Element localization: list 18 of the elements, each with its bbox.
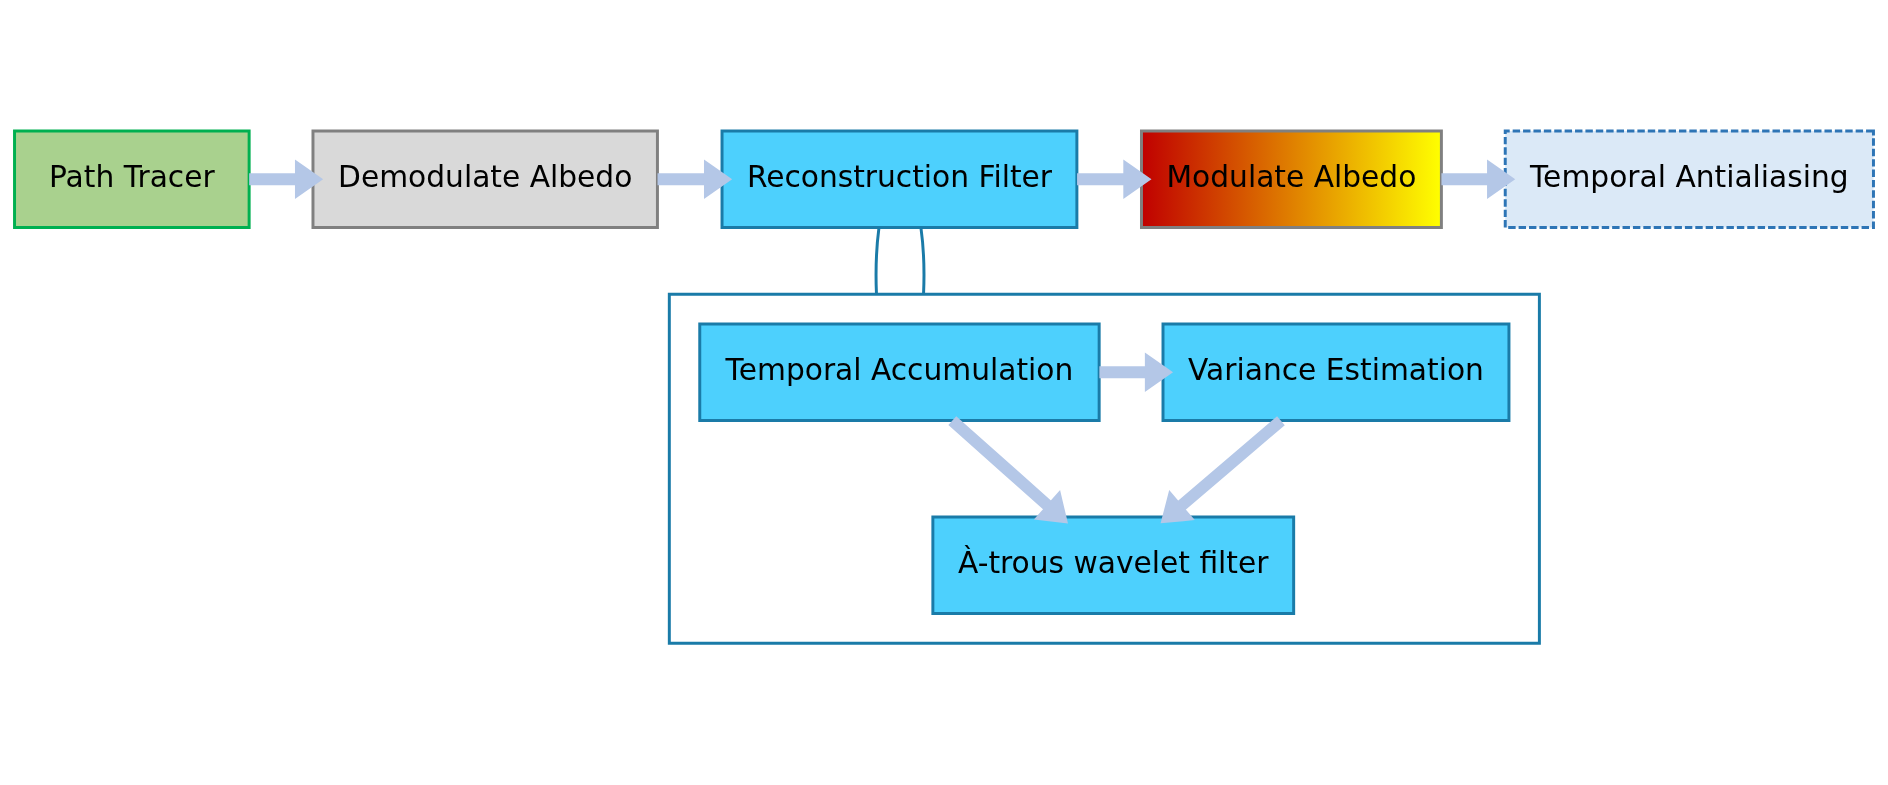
arrow bbox=[1160, 415, 1285, 523]
node-box: Path Tracer bbox=[13, 128, 251, 229]
node-box: Demodulate Albedo bbox=[311, 128, 659, 229]
node-box: Temporal Accumulation bbox=[698, 321, 1101, 422]
arrow bbox=[1077, 158, 1152, 199]
cluster bbox=[667, 292, 1541, 645]
arrow bbox=[948, 415, 1068, 524]
node-box: À-trous wavelet filter bbox=[931, 515, 1296, 615]
arrow bbox=[1099, 352, 1174, 392]
arrow bbox=[657, 158, 733, 199]
node-box: Temporal Antialiasing bbox=[1503, 128, 1875, 229]
node-box: Reconstruction Filter bbox=[720, 128, 1079, 229]
connector bbox=[874, 227, 881, 294]
arrow bbox=[1441, 158, 1516, 199]
node-box: Modulate Albedo bbox=[1140, 128, 1443, 229]
connector bbox=[919, 226, 926, 294]
node-box: Variance Estimation bbox=[1161, 321, 1511, 422]
arrow bbox=[249, 158, 324, 199]
